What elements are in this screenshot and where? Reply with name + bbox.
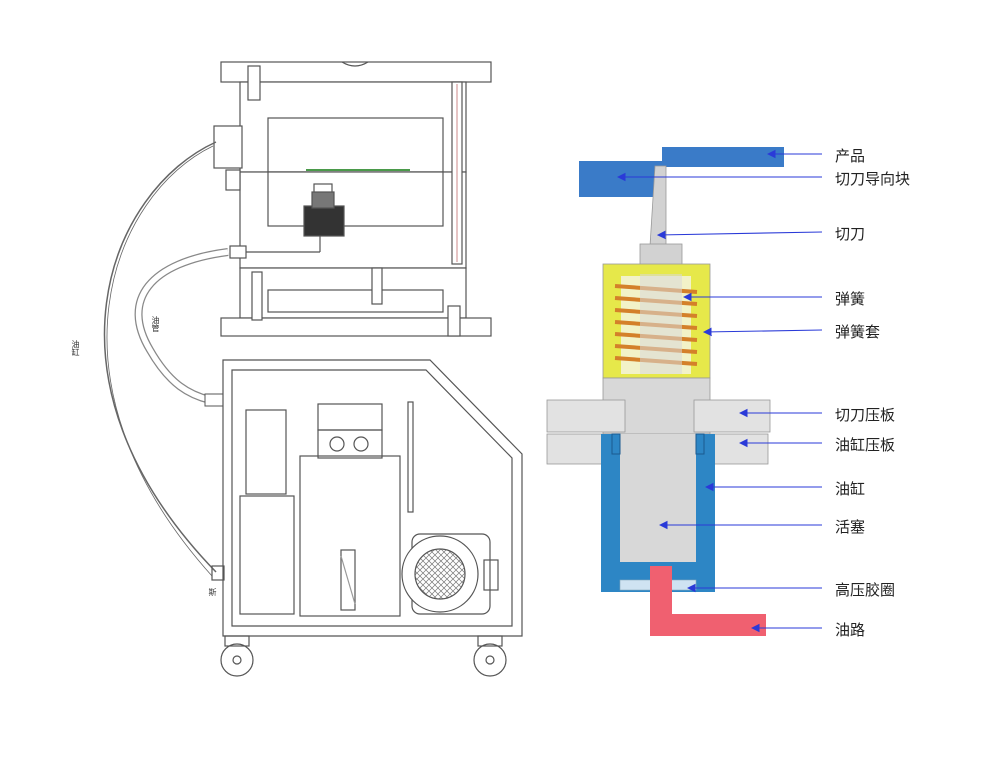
- label-cylinder: 油缸: [835, 480, 866, 498]
- hose-label-outer: 油缸: [71, 340, 80, 356]
- cutter-cross-section: [546, 147, 784, 636]
- label-spring: 弹簧: [835, 290, 866, 308]
- label-product: 产品: [835, 147, 866, 165]
- oil-path: [650, 566, 766, 636]
- cutter-guide-block: [579, 161, 663, 197]
- piston: [620, 434, 696, 562]
- label-cutter: 切刀: [835, 225, 866, 243]
- label-cutter-guide-block: 切刀导向块: [835, 170, 911, 188]
- label-seal-ring: 高压胶圈: [835, 581, 896, 599]
- oil-hoses: [103, 141, 229, 577]
- leader-arrows: [616, 149, 823, 633]
- hydraulic-cart: [211, 359, 523, 677]
- cutter-plate-left: [546, 399, 626, 433]
- side-mark: 斯: [208, 588, 217, 596]
- label-cylinder-plate: 油缸压板: [835, 436, 896, 454]
- label-spring-sleeve: 弹簧套: [835, 323, 881, 341]
- hose-label-inner: 油管: [151, 316, 160, 332]
- label-oil-path: 油路: [835, 621, 866, 639]
- product-part: [662, 147, 784, 167]
- label-cutter-plate: 切刀压板: [835, 406, 896, 424]
- mold-assembly: [213, 61, 492, 337]
- label-piston: 活塞: [835, 518, 866, 536]
- cutter-plate-right: [693, 399, 771, 433]
